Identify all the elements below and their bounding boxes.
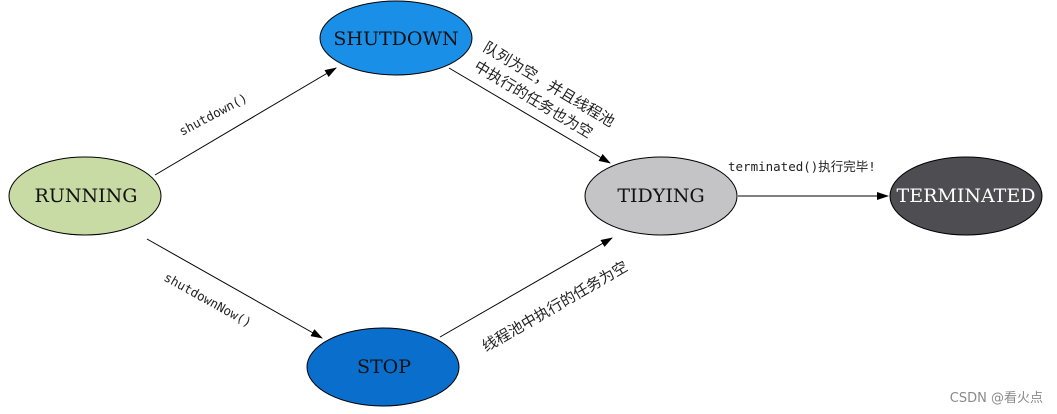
node-shutdown-label: SHUTDOWN bbox=[333, 28, 458, 50]
node-stop: STOP bbox=[306, 327, 460, 407]
node-shutdown: SHUTDOWN bbox=[319, 0, 473, 76]
edge-running-to-stop bbox=[146, 238, 323, 339]
node-tidying: TIDYING bbox=[584, 156, 738, 236]
node-terminated: TERMINATED bbox=[889, 156, 1043, 236]
edge-stop-to-tidying bbox=[439, 237, 613, 338]
node-shutdown-shape bbox=[319, 0, 473, 76]
edge-shutdown-to-tidying bbox=[448, 67, 611, 164]
node-running-label: RUNNING bbox=[35, 185, 138, 207]
node-running-shape bbox=[8, 156, 162, 236]
edge-label-terminated-done: terminated()执行完毕! bbox=[728, 159, 876, 174]
node-stop-shape bbox=[306, 327, 460, 407]
node-stop-label: STOP bbox=[357, 356, 411, 378]
node-tidying-shape bbox=[584, 156, 738, 236]
edge-running-to-shutdown bbox=[154, 67, 337, 176]
node-terminated-label: TERMINATED bbox=[897, 185, 1036, 207]
edge-label-tasks-empty: 线程池中执行的任务为空 bbox=[479, 257, 631, 355]
edge-label-shutdown-now: shutdownNow() bbox=[162, 270, 255, 331]
node-terminated-shape bbox=[889, 156, 1043, 236]
node-running: RUNNING bbox=[8, 156, 162, 236]
edge-label-shutdown: shutdown() bbox=[176, 90, 249, 139]
watermark: CSDN @看火点 bbox=[949, 391, 1043, 406]
node-tidying-label: TIDYING bbox=[617, 185, 704, 207]
